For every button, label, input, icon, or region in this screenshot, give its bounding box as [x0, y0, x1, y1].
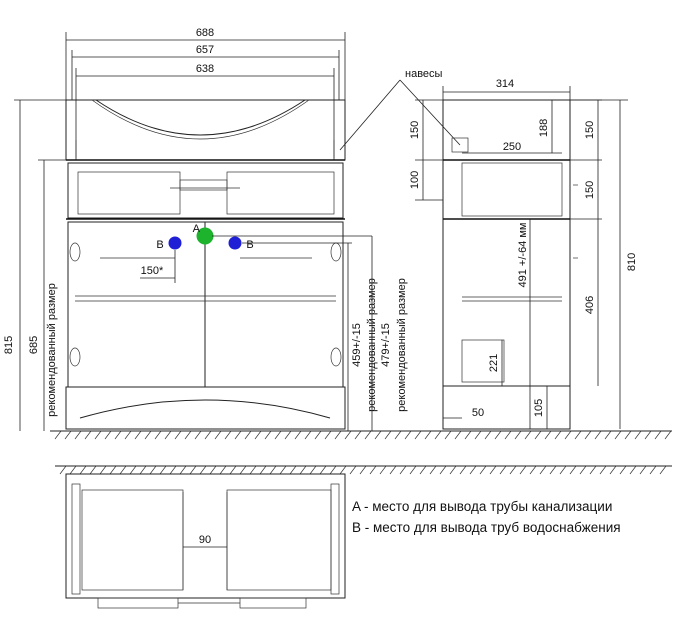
floor-line	[50, 430, 672, 440]
dim-685: 685	[28, 336, 40, 354]
plan-view: 90	[55, 465, 672, 609]
dim-150-top: 150	[409, 121, 421, 139]
hinges-label: навесы	[405, 68, 443, 80]
sewer-pipe-marker	[196, 227, 214, 245]
dim-810: 810	[626, 253, 638, 271]
dim-150-right-top: 150	[584, 121, 596, 139]
label-b-left: B	[156, 239, 163, 251]
dim-406: 406	[584, 296, 596, 314]
dim-250: 250	[503, 141, 521, 153]
dim-314: 314	[496, 78, 514, 90]
legend-b: B - место для вывода труб водоснабжения	[352, 520, 621, 535]
water-pipe-marker-left	[168, 236, 182, 250]
dim-638: 638	[196, 63, 214, 75]
dim-90: 90	[199, 534, 211, 546]
dim-150-right-mid: 150	[584, 181, 596, 199]
dim-221: 221	[488, 354, 500, 372]
dim-50: 50	[472, 407, 484, 419]
label-a: A	[193, 223, 201, 235]
dim-105: 105	[533, 399, 545, 417]
label-b-right: B	[246, 239, 253, 251]
recommended-size-left: рекомендованный размер	[46, 283, 58, 417]
legend-a: A - место для вывода трубы канализации	[352, 499, 612, 514]
side-view: навесы 314 150 100 188 250	[339, 68, 638, 430]
dim-479: 479+/-15	[380, 323, 392, 367]
dim-150-offset: 150*	[141, 265, 164, 277]
dim-459: 459+/-15	[351, 323, 363, 367]
front-view: 688 657 638	[3, 27, 408, 431]
dim-657: 657	[196, 44, 214, 56]
dim-688: 688	[196, 27, 214, 39]
legend: A - место для вывода трубы канализации B…	[352, 499, 621, 535]
water-pipe-marker-right	[228, 236, 242, 250]
dim-100: 100	[409, 171, 421, 189]
dim-491: 491 +/-64 мм	[517, 223, 529, 288]
dim-188: 188	[538, 119, 550, 137]
dim-815: 815	[3, 336, 15, 354]
recommended-size-right: рекомендованный размер	[396, 278, 408, 412]
